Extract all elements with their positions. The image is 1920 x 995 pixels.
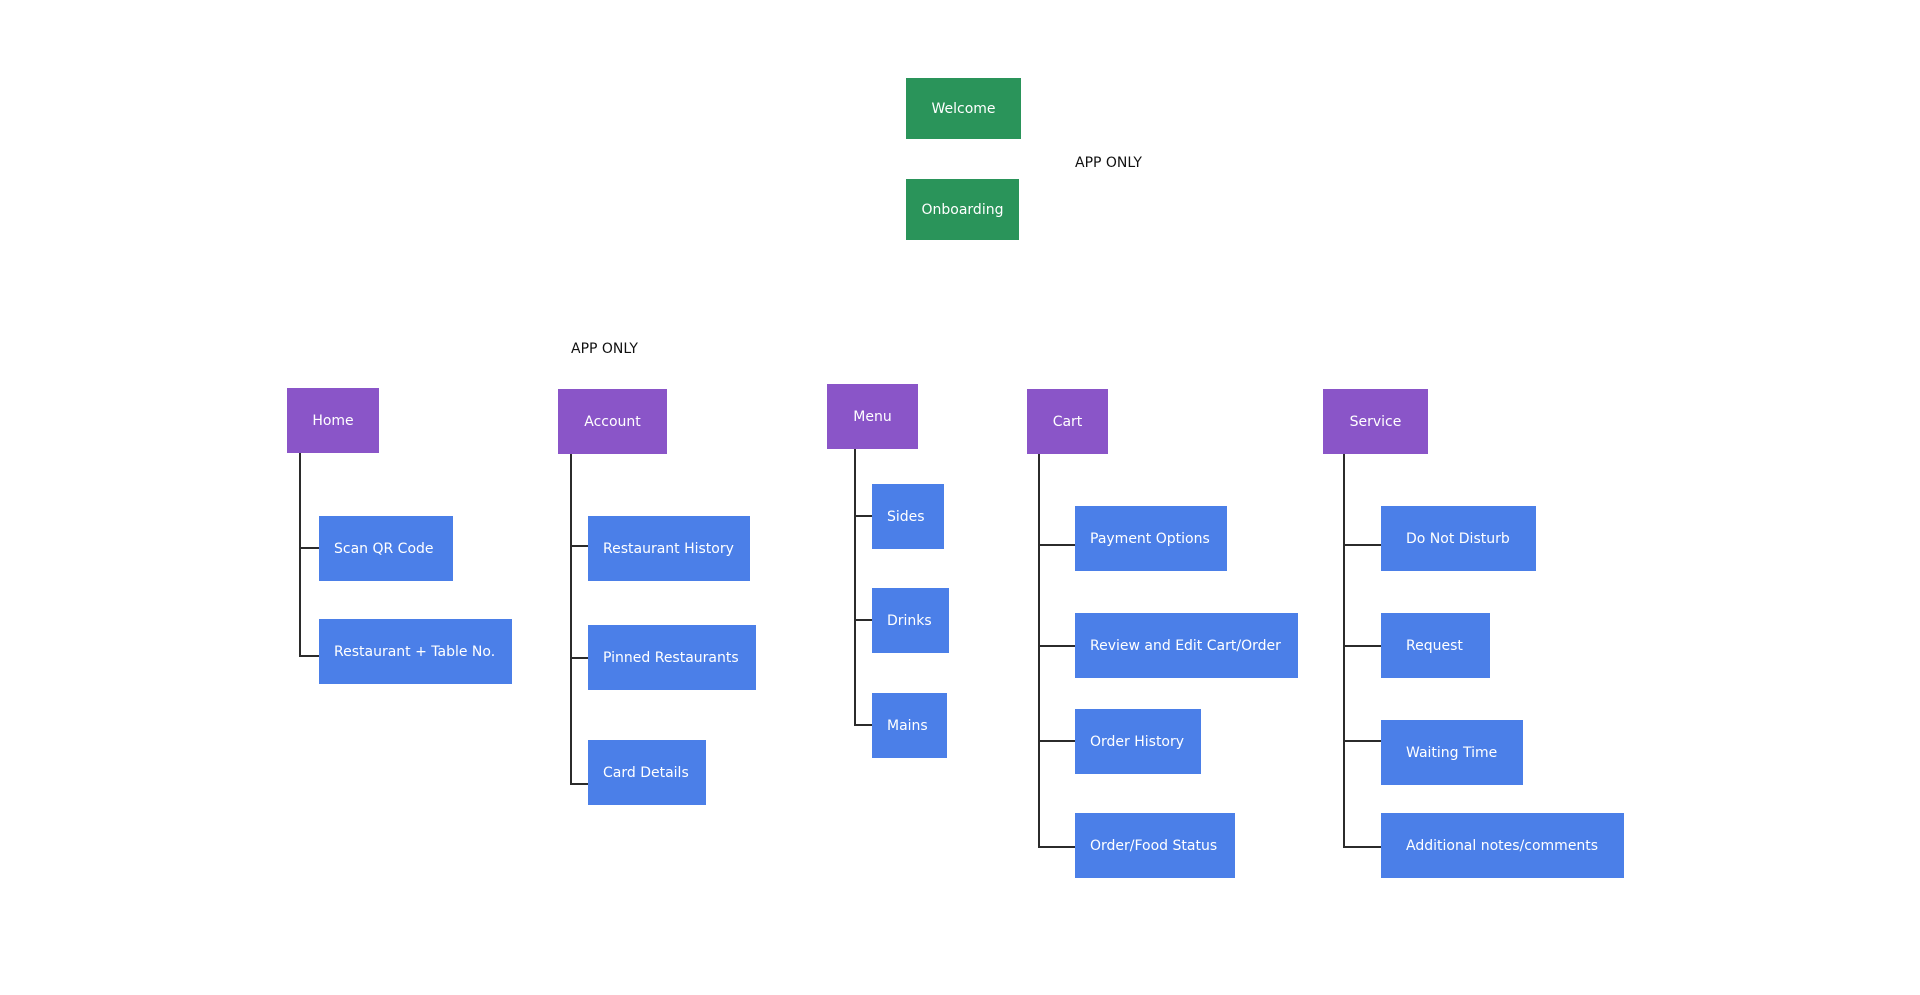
- cart-branch: [1038, 645, 1075, 647]
- home-trunk: [299, 453, 301, 657]
- request-node: Request: [1381, 613, 1490, 678]
- service-branch: [1343, 544, 1381, 546]
- service-node: Service: [1323, 389, 1428, 454]
- service-branch: [1343, 740, 1381, 742]
- restaurant-table-no-node: Restaurant + Table No.: [319, 619, 512, 684]
- cart-branch: [1038, 740, 1075, 742]
- order-food-status-node: Order/Food Status: [1075, 813, 1235, 878]
- home-branch: [299, 547, 319, 549]
- do-not-disturb-node: Do Not Disturb: [1381, 506, 1536, 571]
- account-node: Account: [558, 389, 667, 454]
- drinks-node: Drinks: [872, 588, 949, 653]
- additional-notes-comments-node: Additional notes/comments: [1381, 813, 1624, 878]
- waiting-time-node: Waiting Time: [1381, 720, 1523, 785]
- home-node: Home: [287, 388, 379, 453]
- scan-qr-code-node: Scan QR Code: [319, 516, 453, 581]
- cart-trunk: [1038, 454, 1040, 848]
- account-trunk: [570, 454, 572, 785]
- account-branch: [570, 783, 588, 785]
- pinned-restaurants-node: Pinned Restaurants: [588, 625, 756, 690]
- menu-branch: [854, 515, 872, 517]
- menu-node: Menu: [827, 384, 918, 449]
- card-details-node: Card Details: [588, 740, 706, 805]
- service-branch: [1343, 846, 1381, 848]
- onboarding-node: Onboarding: [906, 179, 1019, 240]
- mains-node: Mains: [872, 693, 947, 758]
- app-only-note-onboarding: APP ONLY: [1075, 155, 1142, 171]
- home-branch: [299, 655, 319, 657]
- menu-trunk: [854, 449, 856, 726]
- cart-branch: [1038, 846, 1075, 848]
- welcome-node: Welcome: [906, 78, 1021, 139]
- restaurant-history-node: Restaurant History: [588, 516, 750, 581]
- review-and-edit-cart-order-node: Review and Edit Cart/Order: [1075, 613, 1298, 678]
- menu-branch: [854, 724, 872, 726]
- cart-node: Cart: [1027, 389, 1108, 454]
- payment-options-node: Payment Options: [1075, 506, 1227, 571]
- order-history-node: Order History: [1075, 709, 1201, 774]
- account-branch: [570, 545, 588, 547]
- cart-branch: [1038, 544, 1075, 546]
- service-trunk: [1343, 454, 1345, 848]
- service-branch: [1343, 645, 1381, 647]
- app-only-note-account: APP ONLY: [571, 341, 638, 357]
- account-branch: [570, 657, 588, 659]
- sides-node: Sides: [872, 484, 944, 549]
- menu-branch: [854, 619, 872, 621]
